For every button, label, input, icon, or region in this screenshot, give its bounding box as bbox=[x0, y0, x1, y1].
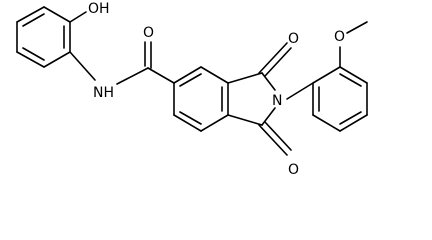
imide-oxygen-top-label: O bbox=[288, 31, 299, 47]
methoxyphenyl-ring bbox=[312, 66, 368, 132]
methoxy-methyl-bond bbox=[346, 21, 368, 34]
carbonyl-ring-bond bbox=[147, 67, 175, 84]
nh-carbonyl-bond bbox=[116, 67, 149, 85]
imide-carbonyl-bottom-bond-b bbox=[264, 121, 292, 151]
imide-carbonyl-bottom-bond-a bbox=[258, 124, 288, 156]
imide-n-aryl-bond bbox=[286, 82, 314, 100]
imide-oxygen-bottom-label: O bbox=[288, 162, 299, 178]
chemical-structure-diagram: OH NH O N O O bbox=[16, 1, 368, 178]
imide-carbonyl-top-bond-b bbox=[264, 47, 292, 77]
amide-nh-label: NH bbox=[93, 85, 114, 101]
isoindole-benzene-ring bbox=[173, 66, 229, 132]
hydroxyl-bond bbox=[69, 11, 87, 23]
imide-nitrogen-label: N bbox=[272, 93, 282, 109]
methoxy-oxygen-label: O bbox=[334, 29, 345, 45]
hydroxyl-label: OH bbox=[88, 1, 110, 17]
phenol-ring bbox=[16, 6, 71, 68]
amide-oxygen-label: O bbox=[143, 25, 154, 41]
molecule-drawing: OH NH O N O O bbox=[16, 1, 368, 178]
imide-ring bbox=[227, 72, 276, 126]
imide-carbonyl-top-bond-a bbox=[258, 42, 288, 74]
ring-nh-bond bbox=[69, 51, 96, 81]
